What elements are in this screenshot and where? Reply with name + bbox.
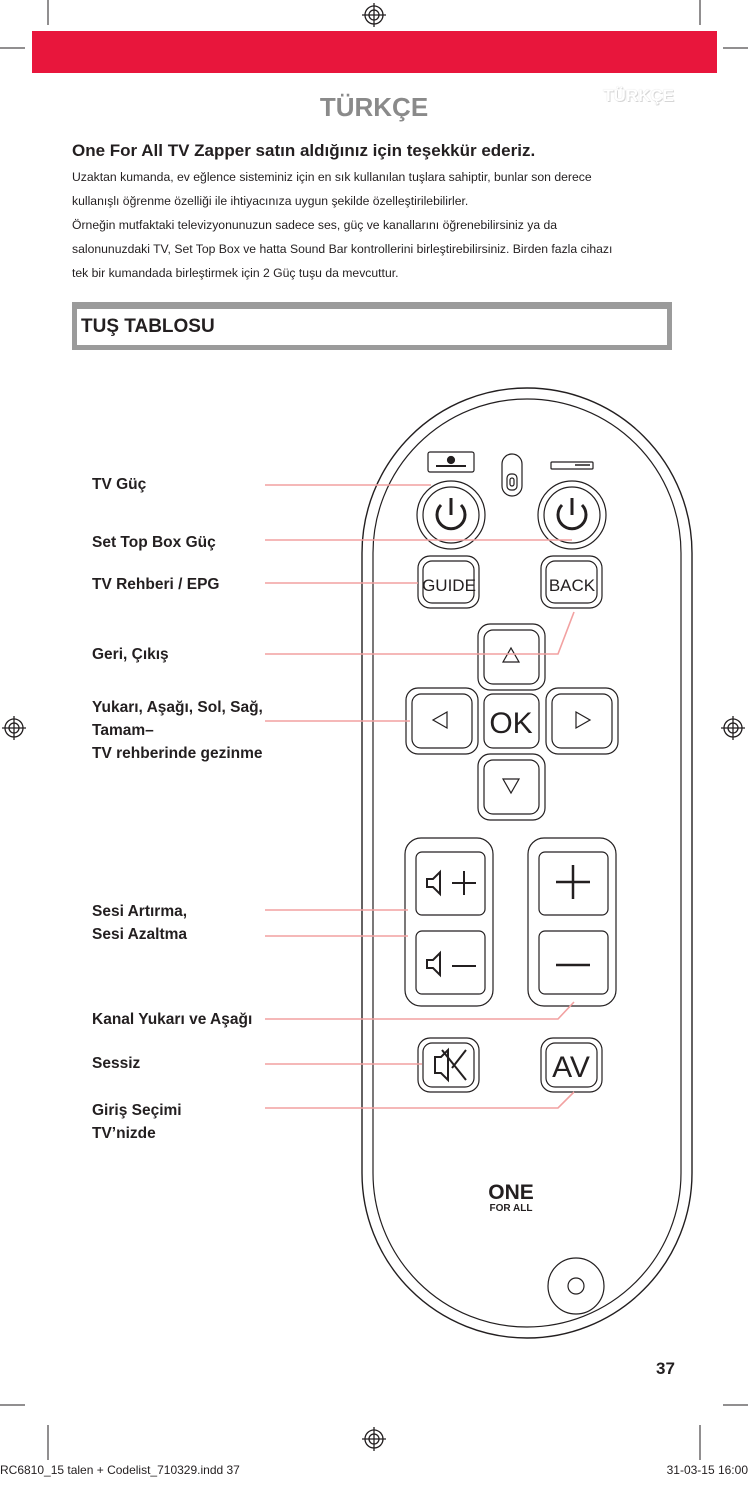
remote-body-inner: [372, 398, 682, 1328]
volume-down-button: [415, 930, 486, 995]
brand-logo-top: ONE: [488, 1181, 534, 1204]
intro-line: Uzaktan kumanda, ev eğlence sisteminiz i…: [72, 170, 592, 184]
ok-button: [483, 693, 540, 749]
channel-rocker: [527, 837, 617, 1007]
label-nav-line: Tamam–: [92, 722, 154, 739]
av-button: [540, 1037, 603, 1093]
page-language-title: TÜRKÇE: [319, 92, 429, 122]
dpad-down-button: [477, 753, 546, 821]
intro-line: kullanışlı öğrenme özelliği ile ihtiyacı…: [72, 194, 469, 208]
print-slug-right: 31-03-15 16:00: [666, 1463, 748, 1477]
label-input: Giriş Seçimi TV’nizde: [92, 1099, 182, 1145]
learn-led-icon: [501, 453, 523, 497]
label-nav: Yukarı, Aşağı, Sol, Sağ, Tamam– TV rehbe…: [92, 696, 263, 765]
intro-line: salonunuzdaki TV, Set Top Box ve hatta S…: [72, 242, 613, 256]
dpad-left-button: [405, 687, 479, 755]
label-volume-line: Sesi Azaltma: [92, 926, 188, 943]
label-input-line: Giriş Seçimi: [92, 1102, 182, 1119]
ok-button-label: OK: [489, 707, 532, 740]
registration-mark-left: [2, 716, 26, 740]
guide-button-label: GUIDE: [422, 576, 476, 595]
dpad-right-button: [545, 687, 619, 755]
tv-power-button: [416, 480, 486, 550]
page-number: 37: [656, 1359, 675, 1378]
channel-up-button: [538, 851, 609, 916]
callout-back: [265, 611, 575, 655]
tv-device-icon: [427, 451, 475, 473]
stb-device-icon: [550, 461, 594, 470]
label-stb-power: Set Top Box Güç: [92, 534, 216, 551]
intro-line: Örneğin mutfaktaki televizyonunuzun sade…: [72, 218, 558, 232]
stb-power-button: [537, 480, 607, 550]
registration-mark-bottom: [362, 1427, 386, 1451]
label-input-line: TV’nizde: [92, 1125, 156, 1142]
registration-mark-right: [721, 716, 745, 740]
back-button: [540, 555, 603, 609]
learn-button: [547, 1257, 605, 1315]
av-button-label: AV: [552, 1051, 590, 1084]
label-tv-power: TV Güç: [92, 476, 147, 493]
label-mute: Sessiz: [92, 1055, 141, 1072]
print-slug-left: RC6810_15 talen + Codelist_710329.indd 3…: [0, 1463, 240, 1477]
callout-channel: [265, 1001, 575, 1020]
section-title: TUŞ TABLOSU: [77, 309, 667, 345]
label-nav-line: Yukarı, Aşağı, Sol, Sağ,: [92, 699, 263, 716]
mute-button: [417, 1037, 480, 1093]
section-header-box: TUŞ TABLOSU: [72, 302, 672, 350]
remote-body-outer: [361, 387, 693, 1339]
guide-button: [417, 555, 480, 609]
header-color-band: [32, 31, 717, 73]
language-tab-label: TÜRKÇE: [603, 86, 674, 105]
volume-up-button: [415, 851, 486, 916]
label-guide: TV Rehberi / EPG: [92, 576, 220, 593]
label-channel: Kanal Yukarı ve Aşağı: [92, 1011, 253, 1028]
dpad-up-button: [477, 623, 546, 691]
volume-rocker: [404, 837, 494, 1007]
channel-down-button: [538, 930, 609, 995]
callout-lines: [265, 484, 575, 1109]
intro-paragraph: Uzaktan kumanda, ev eğlence sisteminiz i…: [72, 165, 672, 285]
intro-heading: One For All TV Zapper satın aldığınız iç…: [72, 141, 536, 160]
intro-line: tek bir kumandada birleştirmek için 2 Gü…: [72, 266, 399, 280]
registration-mark-top: [362, 3, 386, 27]
label-volume-line: Sesi Artırma,: [92, 903, 188, 920]
callout-input: [265, 1091, 575, 1109]
brand-logo-bottom: FOR ALL: [490, 1203, 533, 1214]
label-nav-line: TV rehberinde gezinme: [92, 745, 263, 762]
label-volume: Sesi Artırma, Sesi Azaltma: [92, 900, 187, 946]
label-back: Geri, Çıkış: [92, 646, 169, 663]
back-button-label: BACK: [549, 576, 596, 595]
